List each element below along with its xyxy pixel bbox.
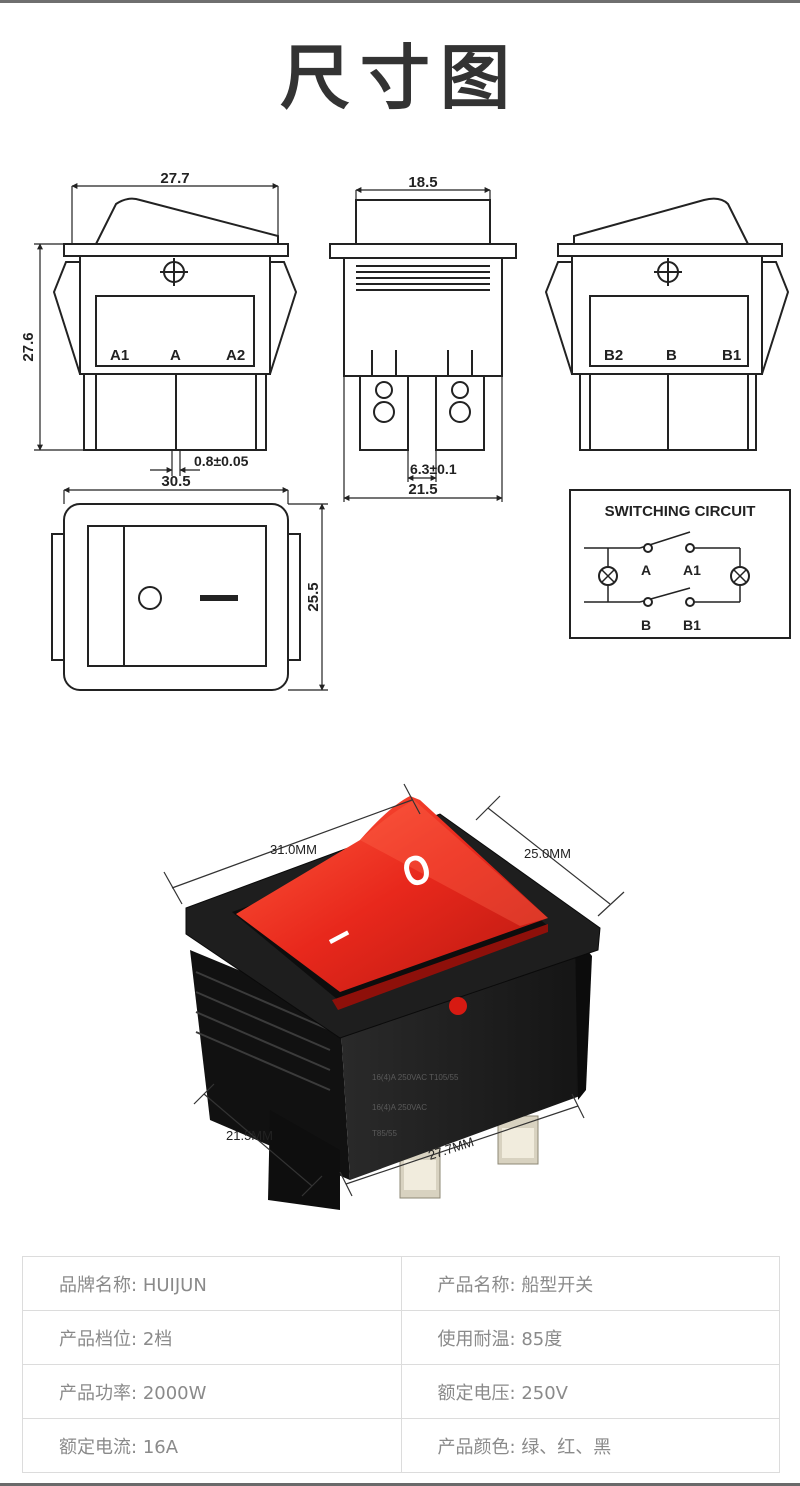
dim-front-width: 27.7: [160, 170, 189, 187]
spec-color: 产品颜色: 绿、红、黑: [400, 1418, 780, 1473]
dimension-drawing: 27.7 27.6 18.5 0.8±0.05 30.5 6.3±0.1 21.…: [20, 170, 791, 691]
top-view: [51, 503, 301, 691]
front-view: [52, 197, 298, 451]
photo-dim-height: 21.5MM: [226, 1128, 273, 1143]
page-title: 尺寸图: [280, 37, 520, 119]
back-view: [544, 197, 790, 451]
spec-value: 250V: [521, 1382, 568, 1404]
svg-text:16(4)A 250VAC: 16(4)A 250VAC: [372, 1103, 427, 1112]
dim-side-width: 18.5: [408, 174, 437, 191]
photo-dim-depth: 25.0MM: [524, 846, 571, 861]
front-label-a2: A2: [226, 347, 245, 364]
photo-dim-width: 31.0MM: [270, 842, 317, 857]
switching-circuit-diagram: [569, 489, 791, 639]
dim-side-depth: 21.5: [408, 481, 437, 498]
red-rocker: O I: [236, 796, 548, 1010]
spec-label: 品牌名称:: [59, 1274, 138, 1296]
spec-value: 85度: [521, 1328, 563, 1350]
circuit-label-a1: A1: [683, 562, 701, 578]
side-view: [329, 199, 517, 451]
table-row: 产品档位: 2档 使用耐温: 85度: [22, 1310, 780, 1365]
spec-table: 品牌名称: HUIJUN 产品名称: 船型开关 产品档位: 2档 使用耐温: 8…: [22, 1256, 780, 1473]
dim-bottom-width: 30.5: [161, 473, 190, 490]
circuit-title: SWITCHING CIRCUIT: [605, 503, 756, 520]
spec-product-name: 产品名称: 船型开关: [400, 1256, 780, 1311]
dim-terminal-gap: 0.8±0.05: [194, 453, 249, 469]
back-label-b1: B1: [722, 347, 741, 364]
spec-label: 使用耐温:: [437, 1328, 516, 1350]
circuit-label-b1: B1: [683, 617, 701, 633]
product-photo: 16(4)A 250VAC T105/55 16(4)A 250VAC T85/…: [163, 783, 625, 1210]
spec-label: 额定电压:: [437, 1382, 516, 1404]
spec-value: 绿、红、黑: [521, 1436, 612, 1458]
table-row: 额定电流: 16A 产品颜色: 绿、红、黑: [22, 1418, 780, 1473]
svg-text:T85/55: T85/55: [372, 1129, 397, 1138]
svg-text:16(4)A 250VAC T105/55: 16(4)A 250VAC T105/55: [372, 1073, 459, 1082]
spec-voltage: 额定电压: 250V: [400, 1364, 780, 1419]
dim-height: 27.6: [20, 332, 37, 361]
spec-value: 2档: [142, 1328, 173, 1350]
spec-value: HUIJUN: [142, 1274, 207, 1296]
terminals: [399, 1115, 539, 1199]
table-row: 产品功率: 2000W 额定电压: 250V: [22, 1364, 780, 1419]
front-label-a: A: [170, 347, 181, 364]
spec-temperature: 使用耐温: 85度: [400, 1310, 780, 1365]
spec-label: 额定电流:: [59, 1436, 138, 1458]
dim-terminal-width: 6.3±0.1: [410, 461, 457, 477]
table-row: 品牌名称: HUIJUN 产品名称: 船型开关: [22, 1256, 780, 1311]
top-border-line: [0, 0, 800, 3]
circuit-label-a: A: [641, 562, 651, 578]
spec-label: 产品颜色:: [437, 1436, 516, 1458]
front-label-a1: A1: [110, 347, 129, 364]
circuit-label-b: B: [641, 617, 651, 633]
spec-value: 船型开关: [521, 1274, 594, 1296]
back-label-b2: B2: [604, 347, 623, 364]
spec-value: 2000W: [142, 1382, 207, 1404]
spec-label: 产品功率:: [59, 1382, 138, 1404]
back-label-b: B: [666, 347, 677, 364]
spec-positions: 产品档位: 2档: [22, 1310, 402, 1365]
spec-label: 产品档位:: [59, 1328, 138, 1350]
spec-value: 16A: [142, 1436, 179, 1458]
spec-brand: 品牌名称: HUIJUN: [22, 1256, 402, 1311]
bottom-border-line: [0, 1483, 800, 1486]
dim-top-height: 25.5: [305, 582, 322, 611]
spec-label: 产品名称:: [437, 1274, 516, 1296]
spec-power: 产品功率: 2000W: [22, 1364, 402, 1419]
spec-current: 额定电流: 16A: [22, 1418, 402, 1473]
